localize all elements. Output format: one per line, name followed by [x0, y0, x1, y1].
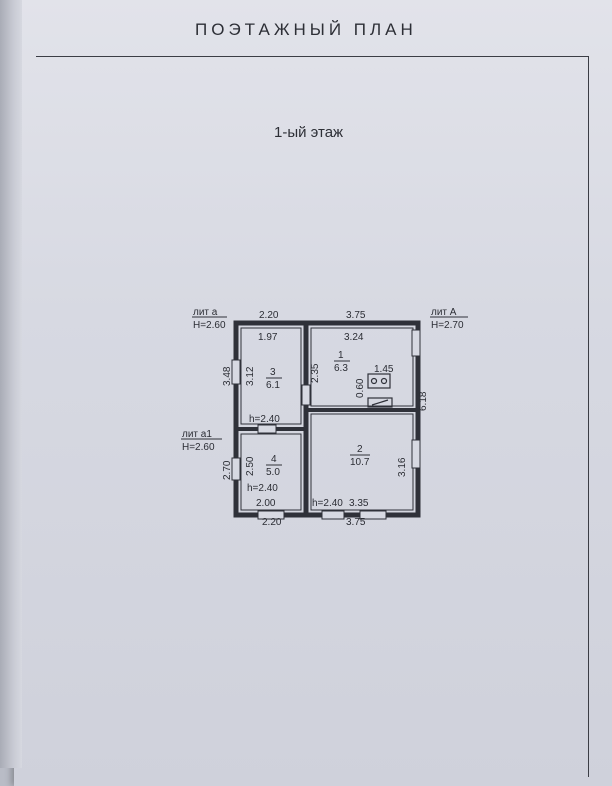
window-left-upper: [231, 359, 241, 385]
window-bottom-mid: [321, 510, 345, 520]
dim-right: 6.18: [418, 391, 429, 411]
floor-title: 1-ый этаж: [274, 124, 344, 141]
door-room-3-room-1: [301, 384, 311, 406]
room-4-area: 5.0: [266, 467, 280, 478]
room-3-depth: 3.12: [245, 366, 256, 386]
window-right-lower: [411, 439, 421, 469]
lit-A-height: H=2.70: [431, 320, 464, 331]
document-sheet: [14, 0, 612, 786]
burner-left-icon: [370, 377, 378, 385]
room-2-width: 3.35: [349, 498, 369, 509]
stove-depth: 0.60: [355, 378, 366, 398]
dim-left-lower: 2.70: [222, 460, 233, 480]
room-3-number: 3: [270, 367, 276, 378]
room-4-width: 2.00: [256, 498, 276, 509]
dim-top-right: 3.75: [346, 310, 366, 321]
room-2-area: 10.7: [350, 457, 370, 468]
window-bottom-left: [257, 510, 285, 520]
stove-hob-icon: [367, 373, 391, 389]
room-3-area: 6.1: [266, 380, 280, 391]
openings: [231, 329, 421, 520]
window-bottom-right: [359, 510, 387, 520]
floor-plan: лит а H=2.60 лит А H=2.70 лит а1 H=2.60 …: [181, 307, 468, 528]
room-1-number: 1: [338, 350, 344, 361]
stove-oven-line: [371, 399, 389, 406]
burner-right-icon: [380, 377, 388, 385]
page-fold-shadow: [0, 0, 22, 768]
room-1-inner: [310, 327, 414, 407]
drawing-frame: [36, 56, 589, 777]
lit-a1-name: лит а1: [182, 429, 212, 440]
stove-oven-icon: [367, 397, 393, 408]
lit-a-height: H=2.60: [193, 320, 226, 331]
lit-a-name: лит а: [193, 307, 218, 318]
dim-left-upper: 3.48: [222, 366, 233, 386]
dim-top-left: 2.20: [259, 310, 279, 321]
room-2-height: h=2.40: [312, 498, 343, 509]
room-4-height: h=2.40: [247, 483, 278, 494]
room-1-depth: 2.35: [310, 363, 321, 383]
room-2-number: 2: [357, 444, 363, 455]
room-4-inner: [240, 433, 302, 511]
dim-bottom-right: 3.75: [346, 517, 366, 528]
room-1-area: 6.3: [334, 363, 348, 374]
stove-width: 1.45: [374, 364, 394, 375]
room-3-width: 1.97: [258, 332, 278, 343]
page-title: ПОЭТАЖНЫЙ ПЛАН: [195, 20, 417, 39]
labels: лит а H=2.60 лит А H=2.70 лит а1 H=2.60 …: [181, 307, 468, 528]
door-room-3-room-4: [257, 424, 277, 434]
room-2-depth: 3.16: [397, 457, 408, 477]
lit-A-name: лит А: [431, 307, 457, 318]
room-3-inner: [240, 327, 302, 425]
room-3-height: h=2.40: [249, 414, 280, 425]
stove: [367, 373, 393, 408]
dim-bottom-left: 2.20: [262, 517, 282, 528]
window-left-lower: [231, 457, 241, 481]
room-4-number: 4: [271, 454, 277, 465]
room-4-depth: 2.50: [245, 456, 256, 476]
room-1-width: 3.24: [344, 332, 364, 343]
window-right-upper: [411, 329, 421, 357]
lit-a1-height: H=2.60: [182, 442, 215, 453]
